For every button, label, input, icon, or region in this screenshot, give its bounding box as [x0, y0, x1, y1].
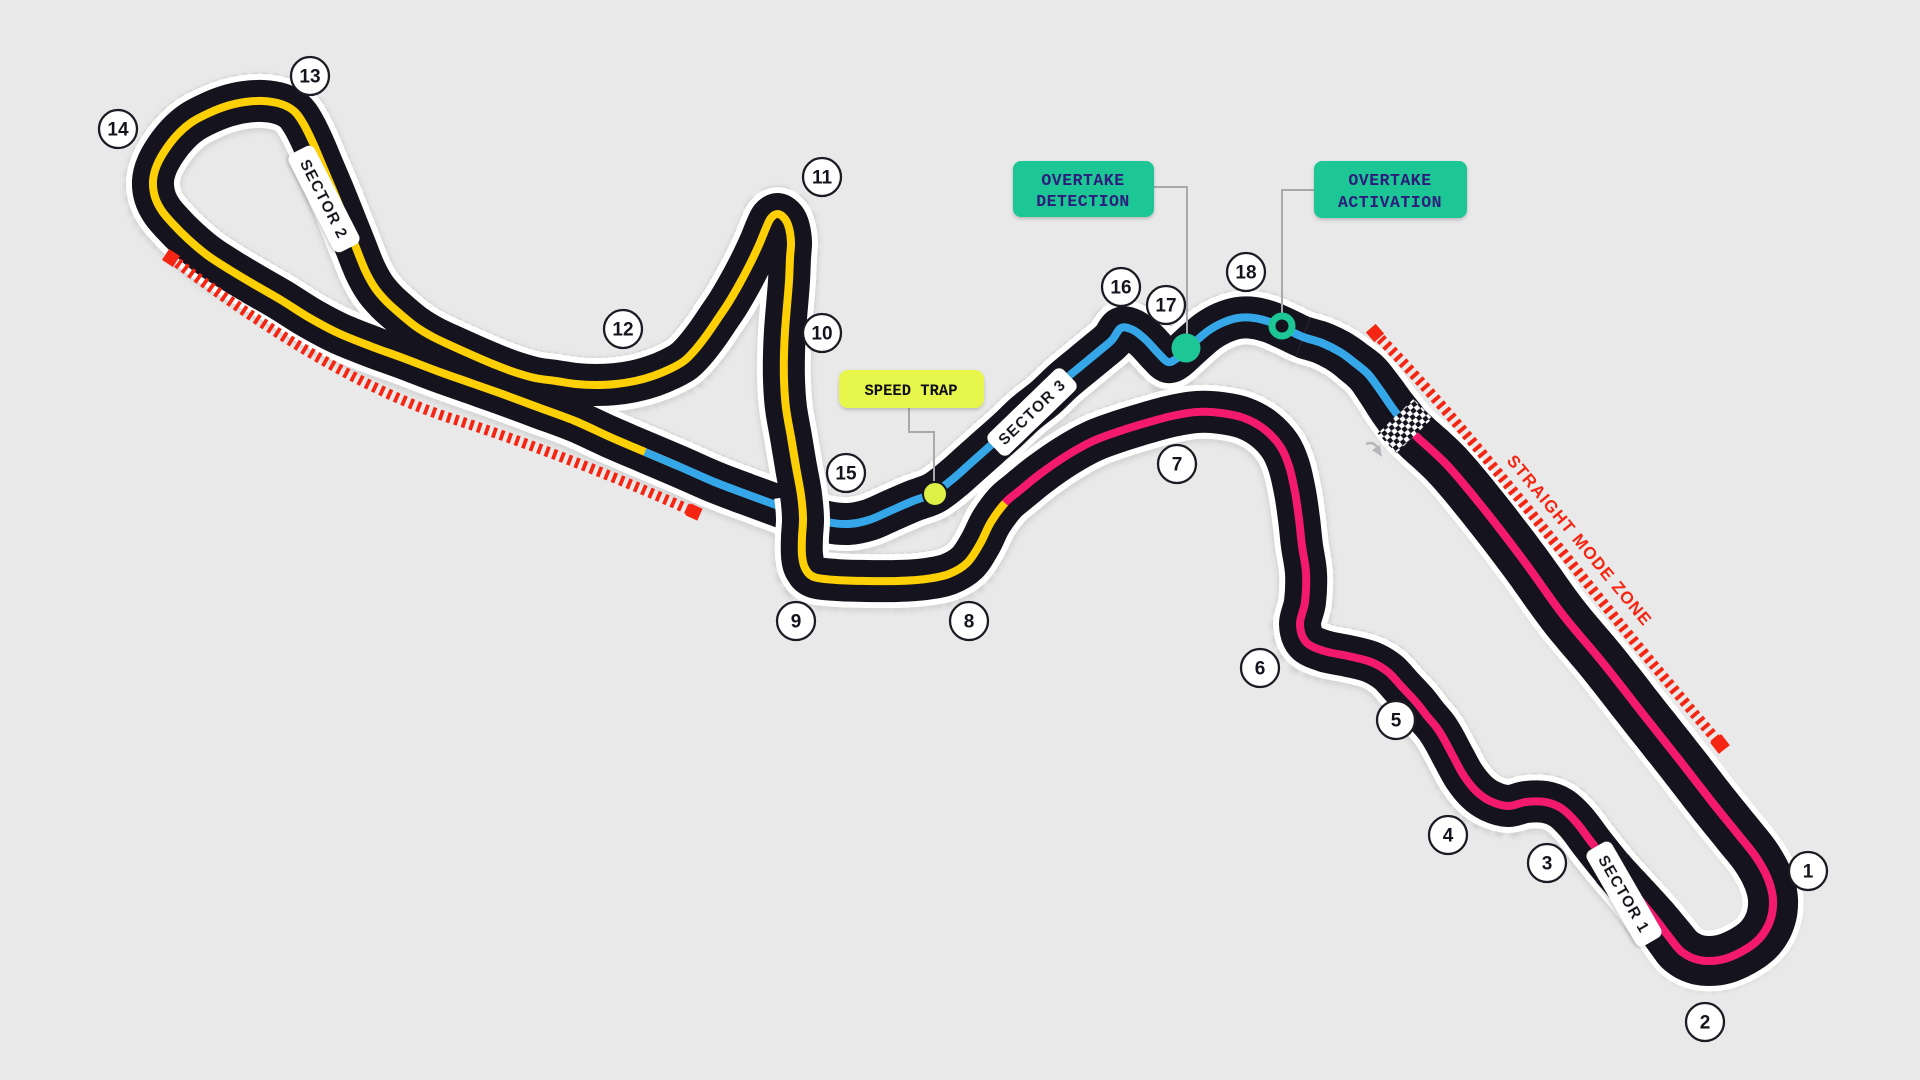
svg-text:DETECTION: DETECTION	[1036, 192, 1130, 211]
svg-text:14: 14	[107, 120, 129, 141]
svg-text:16: 16	[1110, 278, 1131, 299]
svg-text:6: 6	[1255, 659, 1266, 680]
svg-text:9: 9	[791, 612, 802, 633]
svg-text:SPEED TRAP: SPEED TRAP	[864, 382, 957, 400]
svg-text:1: 1	[1803, 862, 1814, 883]
svg-text:4: 4	[1443, 826, 1454, 847]
svg-text:7: 7	[1172, 455, 1183, 476]
svg-text:OVERTAKE: OVERTAKE	[1041, 171, 1124, 190]
svg-text:5: 5	[1391, 711, 1402, 732]
svg-text:15: 15	[835, 464, 857, 485]
svg-text:8: 8	[964, 612, 975, 633]
svg-text:12: 12	[612, 320, 633, 341]
svg-text:OVERTAKE: OVERTAKE	[1348, 171, 1431, 190]
svg-text:ACTIVATION: ACTIVATION	[1338, 193, 1442, 212]
svg-text:11: 11	[812, 168, 833, 189]
svg-text:3: 3	[1542, 854, 1553, 875]
svg-text:10: 10	[811, 324, 832, 345]
svg-text:13: 13	[299, 67, 320, 88]
svg-text:2: 2	[1700, 1013, 1711, 1034]
svg-text:17: 17	[1155, 296, 1176, 317]
svg-text:18: 18	[1235, 263, 1256, 284]
